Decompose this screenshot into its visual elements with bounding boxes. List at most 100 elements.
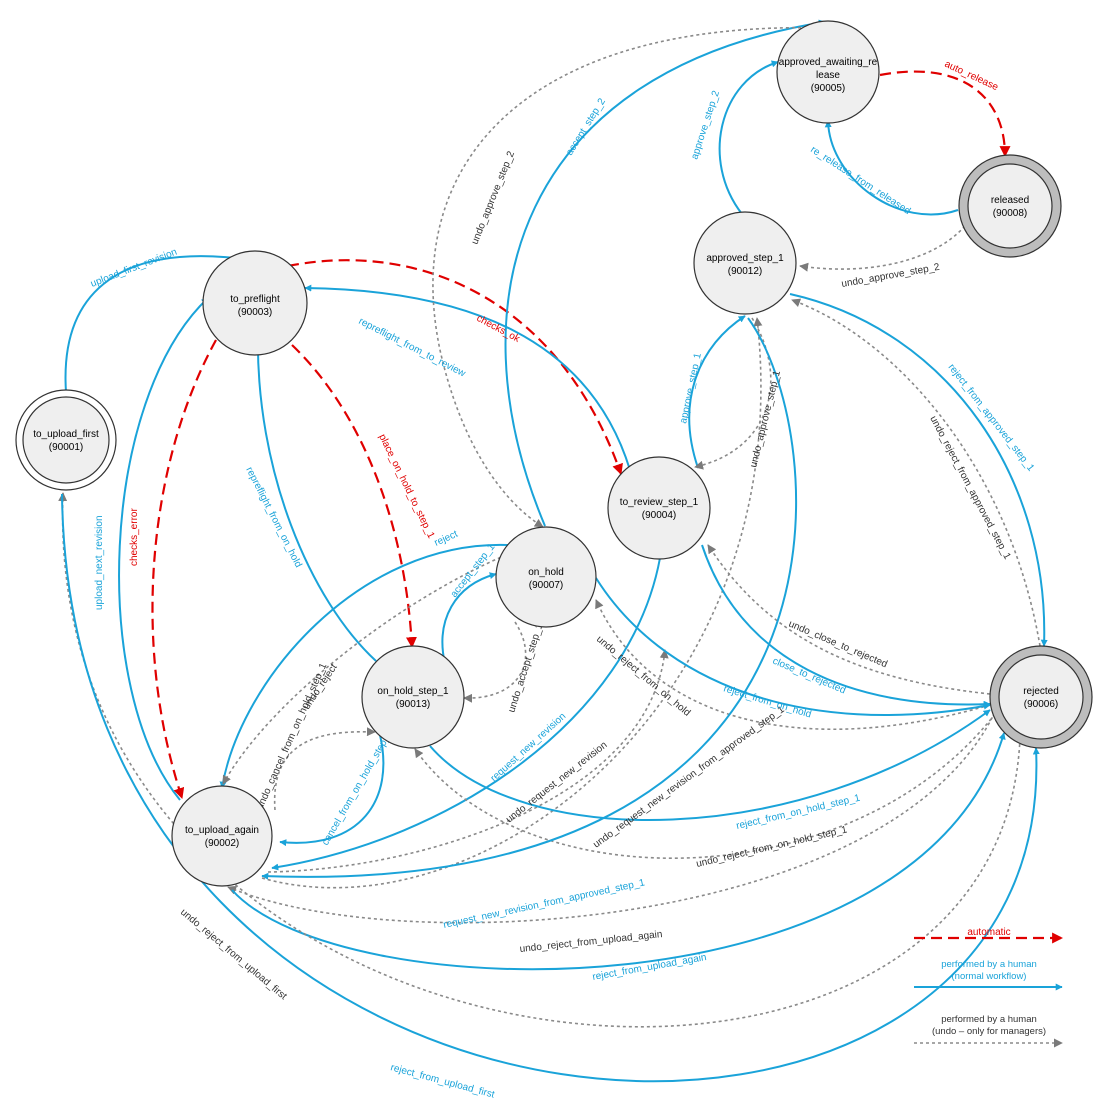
edge-repreflight-from-on-hold (254, 331, 377, 662)
transitions-layer (58, 19, 1048, 1083)
label-accept-step-1: accept_step_1 (449, 541, 498, 599)
state-id: (90006) (1024, 699, 1058, 710)
legend-human-normal-label-2: (normal workflow) (952, 971, 1027, 982)
label-upload-first-revision: upload_first_revision (89, 247, 179, 290)
state-to-upload-again[interactable]: to_upload_again (90002) (171, 785, 273, 887)
state-id: (90013) (396, 699, 430, 710)
edge-approve-step-2 (718, 60, 779, 215)
state-name: to_preflight (230, 294, 280, 305)
edge-undo-request-new-revision (267, 649, 669, 873)
state-id: (90005) (811, 83, 845, 94)
edge-repreflight-from-to-review (304, 284, 631, 471)
state-name: to_review_step_1 (620, 497, 699, 508)
edge-cancel-from-on-hold-step-1 (279, 734, 385, 847)
state-on-hold[interactable]: on_hold (90007) (495, 526, 597, 628)
state-id: (90008) (993, 208, 1027, 219)
label-place-on-hold-to-step-1: place_on_hold_to_step_1 (376, 432, 436, 540)
label-repreflight-from-to-review: repreflight_from_to_review (357, 316, 468, 380)
edge-undo-request-new-revision-from-approved-step-1 (261, 317, 763, 889)
edge-upload-first-revision (64, 255, 253, 393)
edge-accept-step-1 (441, 572, 497, 665)
label-undo-accept-step-1: undo_accept_step_1 (506, 622, 545, 714)
state-to-review-step-1[interactable]: to_review_step_1 (90004) (607, 456, 711, 560)
label-undo-reject-from-on-hold-step-1: undo_reject_from_on_hold_step_1 (695, 824, 849, 870)
state-to-preflight[interactable]: to_preflight (90003) (202, 250, 308, 356)
edge-accept-step-2 (504, 19, 826, 527)
edge-undo-close-to-rejected (707, 544, 991, 695)
label-request-new-revision: request_new_revision (489, 711, 569, 784)
edge-reject-from-approved-step-1 (789, 293, 1048, 647)
label-upload-next-revision: upload_next_revision (94, 515, 105, 610)
label-re-release-from-released: re_release_from_released (808, 144, 912, 217)
label-undo-approve-step-2-right: undo_approve_step_2 (841, 262, 941, 290)
state-name-line1: approved_awaiting_re (779, 57, 878, 68)
label-undo-request-new-revision-from-approved-step-1: undo_request_new_revision_from_approved_… (591, 704, 787, 850)
edge-checks-error (151, 339, 217, 800)
edge-undo-approve-step-2-right (799, 225, 966, 272)
label-reject-from-upload-first: reject_from_upload_first (389, 1062, 496, 1100)
state-name: rejected (1023, 686, 1059, 697)
legend: automatic performed by a human (normal w… (914, 927, 1064, 1048)
label-undo-reject-from-upload-first: undo_reject_from_upload_first (178, 907, 289, 1002)
edge-undo-reject-from-upload-first (58, 492, 1021, 1028)
edge-approve-step-1 (688, 315, 746, 469)
edge-undo-reject-from-upload-again (227, 711, 996, 924)
state-rejected[interactable]: rejected (90006) (989, 645, 1093, 749)
state-on-hold-step-1[interactable]: on_hold_step_1 (90013) (361, 645, 465, 749)
label-checks-error: checks_error (129, 508, 140, 566)
state-id: (90012) (728, 266, 762, 277)
state-name-line2: lease (816, 70, 840, 81)
edge-undo-approve-step-2-left (432, 26, 826, 528)
edge-undo-accept-step-1 (463, 621, 527, 703)
state-name: released (991, 195, 1029, 206)
label-cancel-from-on-hold-step-1: cancel_from_on_hold_step_1 (320, 728, 395, 848)
state-approved-step-1[interactable]: approved_step_1 (90012) (693, 211, 797, 315)
state-to-upload-first[interactable]: to_upload_first (90001) (15, 389, 117, 491)
edge-upload-next-revision (118, 297, 209, 801)
state-name: on_hold_step_1 (377, 686, 449, 697)
state-approved-awaiting-release[interactable]: approved_awaiting_re lease (90005) (776, 20, 880, 124)
state-id: (90004) (642, 510, 676, 521)
edge-close-to-rejected (701, 544, 991, 708)
edge-reject-from-on-hold-step-1 (429, 709, 991, 821)
legend-automatic: automatic (914, 927, 1064, 944)
label-approve-step-1: approve_step_1 (678, 352, 704, 425)
state-id: (90001) (49, 442, 83, 453)
label-reject: reject (433, 529, 460, 549)
state-released[interactable]: released (90008) (958, 154, 1062, 258)
label-accept-step-2: accept_step_2 (564, 96, 608, 157)
label-repreflight-from-on-hold: repreflight_from_on_hold (243, 465, 303, 569)
label-close-to-rejected: close_to_rejected (771, 656, 847, 697)
edge-undo-reject-from-approved-step-1 (791, 298, 1041, 647)
legend-human-undo: performed by a human (undo – only for ma… (914, 1014, 1063, 1048)
legend-automatic-label: automatic (967, 927, 1010, 938)
edge-undo-reject (222, 554, 507, 785)
state-name: to_upload_first (33, 429, 99, 440)
legend-human-normal: performed by a human (normal workflow) (914, 959, 1063, 991)
label-approve-step-2: approve_step_2 (689, 89, 722, 161)
edge-reject (219, 543, 509, 789)
edge-undo-approve-step-1 (694, 317, 772, 470)
edge-reject-from-upload-again (231, 732, 1006, 971)
edge-undo-reject-from-on-hold-step-1 (414, 713, 996, 859)
legend-human-normal-label-1: performed by a human (941, 959, 1037, 970)
state-name: approved_step_1 (706, 253, 784, 264)
legend-human-undo-label-2: (undo – only for managers) (932, 1026, 1046, 1037)
label-undo-approve-step-2-left: undo_approve_step_2 (470, 149, 518, 246)
state-name: to_upload_again (185, 825, 259, 836)
edge-auto-release (879, 70, 1011, 158)
edge-checks-ok (287, 259, 623, 476)
edge-request-new-revision-from-approved-step-1 (261, 317, 798, 880)
label-undo-approve-step-1: undo_approve_step_1 (748, 369, 783, 469)
edge-request-new-revision (271, 557, 661, 871)
edge-undo-reject-from-on-hold (595, 599, 991, 731)
label-undo-close-to-rejected: undo_close_to_rejected (787, 619, 889, 671)
states-layer: to_upload_first (90001) to_preflight (90… (15, 20, 1093, 887)
label-reject-from-upload-again: reject_from_upload_again (592, 952, 708, 983)
edge-place-on-hold-to-step-1 (291, 344, 417, 649)
edge-re-release-from-released (824, 120, 959, 216)
edge-reject-from-on-hold (595, 577, 991, 716)
legend-human-undo-label-1: performed by a human (941, 1014, 1037, 1025)
state-id: (90003) (238, 307, 272, 318)
